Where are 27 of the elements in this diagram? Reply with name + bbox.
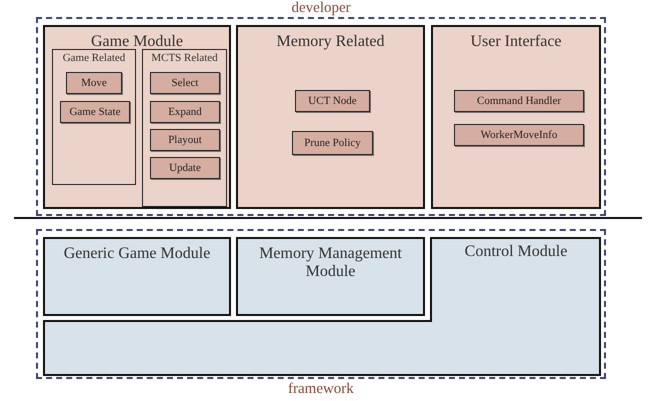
subgroup-panel (52, 49, 136, 185)
module-panel (43, 237, 231, 316)
module-title: Game Module (90, 33, 184, 51)
subgroup-title: Game Related (62, 52, 126, 64)
module-title: Memory Related (276, 33, 386, 51)
component-tag: Playout (150, 129, 220, 151)
component-tag: WorkerMoveInfo (454, 124, 584, 146)
component-tag: Prune Policy (292, 131, 373, 155)
layer-title: developer (292, 0, 351, 17)
layer-title: framework (288, 381, 354, 398)
component-tag: Select (150, 72, 220, 94)
component-tag: Game State (60, 101, 130, 123)
module-panel (43, 25, 231, 209)
module-panel (431, 25, 601, 209)
module-title: Memory Management Module (258, 245, 403, 281)
component-tag: Command Handler (454, 90, 584, 112)
module-title: Generic Game Module (62, 245, 212, 263)
component-tag: Move (66, 72, 122, 94)
subgroup-title: MCTS Related (150, 52, 219, 64)
module-panel (236, 237, 425, 316)
module-panel (236, 25, 425, 209)
module-title: User Interface (469, 33, 563, 51)
subgroup-panel (142, 49, 227, 207)
component-tag: UCT Node (295, 90, 370, 112)
module-title: Control Module (464, 243, 568, 261)
component-tag: Expand (150, 101, 220, 123)
component-tag: Update (150, 157, 220, 179)
